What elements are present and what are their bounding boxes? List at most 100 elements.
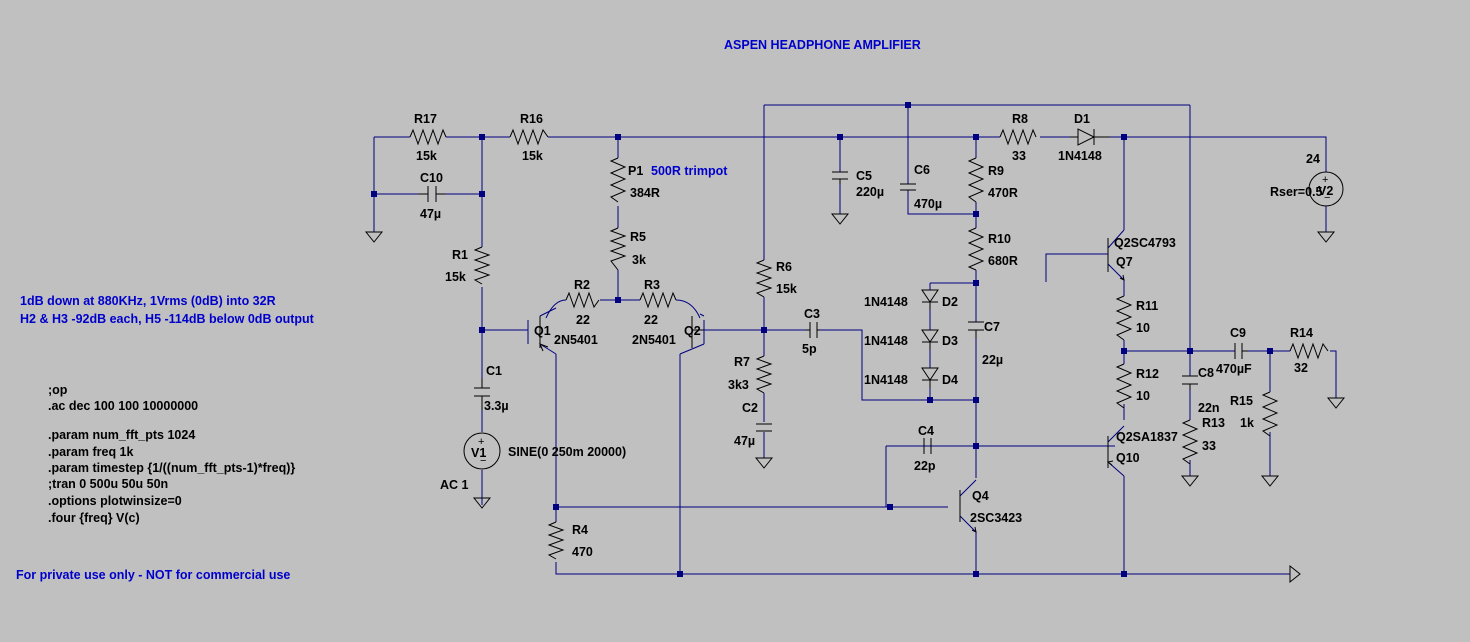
label-d2-name: D2 — [942, 295, 958, 309]
notes: 1dB down at 880KHz, 1Vrms (0dB) into 32R… — [16, 294, 315, 582]
label-c10-name: C10 — [420, 171, 443, 185]
voltage-sources: + − + − — [463, 171, 1344, 470]
label-d1-name: D1 — [1074, 112, 1090, 126]
label-r8-value: 33 — [1012, 149, 1026, 163]
ground-icon — [830, 213, 850, 225]
wires — [373, 104, 1337, 575]
note-footer: For private use only - NOT for commercia… — [16, 568, 290, 582]
resistor-r8-icon — [999, 128, 1037, 146]
schematic-title: ASPEN HEADPHONE AMPLIFIER — [724, 38, 921, 52]
ground-icon — [1260, 475, 1280, 487]
label-r9-value: 470R — [988, 186, 1018, 200]
label-d3-name: D3 — [942, 334, 958, 348]
label-r14-value: 32 — [1294, 361, 1308, 375]
directive-line: .param freq 1k — [48, 445, 134, 459]
resistor-symbols — [409, 128, 1329, 560]
label-r8-name: R8 — [1012, 112, 1028, 126]
directive-line: ;tran 0 500u 50u 50n — [48, 477, 168, 491]
label-r13-name: R13 — [1202, 416, 1225, 430]
label-r15-value: 1k — [1240, 416, 1254, 430]
label-v1-ac: AC 1 — [440, 478, 469, 492]
label-d2-model: 1N4148 — [864, 295, 908, 309]
label-r6-value: 15k — [776, 282, 797, 296]
ground-icon — [1316, 231, 1336, 243]
label-p1-note: 500R trimpot — [651, 164, 728, 178]
label-r1-value: 15k — [445, 270, 466, 284]
resistor-r11-icon — [1115, 295, 1133, 341]
label-r5-name: R5 — [630, 230, 646, 244]
label-r3-value: 22 — [644, 313, 658, 327]
diode-d4-icon — [921, 367, 939, 388]
resistor-r7-icon — [755, 355, 773, 394]
capacitor-c2-icon — [756, 423, 772, 432]
label-c5-value: 220µ — [856, 185, 884, 199]
label-r10-value: 680R — [988, 254, 1018, 268]
directive-line: .ac dec 100 100 10000000 — [48, 399, 198, 413]
label-c9-name: C9 — [1230, 326, 1246, 340]
label-r9-name: R9 — [988, 164, 1004, 178]
label-r17-name: R17 — [414, 112, 437, 126]
resistor-r14-icon — [1289, 342, 1329, 360]
resistor-r1-icon — [473, 246, 491, 285]
capacitor-c7-icon — [968, 321, 984, 338]
capacitor-c10-icon — [418, 186, 446, 202]
label-r16-value: 15k — [522, 149, 543, 163]
label-q10-model: Q2SA1837 — [1116, 430, 1178, 444]
label-c3-value: 5p — [802, 342, 817, 356]
label-c3-name: C3 — [804, 307, 820, 321]
directive-line: .param timestep {1/((num_fft_pts-1)*freq… — [48, 461, 295, 475]
svg-text:−: − — [480, 455, 486, 467]
label-q10-name: Q10 — [1116, 451, 1140, 465]
output-port-arrow-icon — [1289, 564, 1301, 584]
label-q7-model: Q2SC4793 — [1114, 236, 1176, 250]
label-d1-model: 1N4148 — [1058, 149, 1102, 163]
svg-text:+: + — [1322, 174, 1328, 186]
capacitor-c8-icon — [1182, 375, 1198, 390]
voltage-source-v1-icon — [463, 432, 501, 470]
label-c8-name: C8 — [1198, 366, 1214, 380]
label-d3-model: 1N4148 — [864, 334, 908, 348]
capacitor-c6-icon — [900, 183, 916, 191]
resistor-r13-icon — [1181, 419, 1199, 465]
label-r17-value: 15k — [416, 149, 437, 163]
ground-symbols — [364, 213, 1346, 584]
component-labels: R17 15k R16 15k C10 47µ R1 15k C1 3.3µ V… — [414, 112, 1333, 559]
label-q2-name: Q2 — [684, 324, 701, 338]
note-line-1: 1dB down at 880KHz, 1Vrms (0dB) into 32R — [20, 294, 276, 308]
label-p1-name: P1 — [628, 164, 643, 178]
label-c2-name: C2 — [742, 401, 758, 415]
diode-d3-icon — [921, 329, 939, 350]
label-q4-name: Q4 — [972, 489, 989, 503]
label-r16-name: R16 — [520, 112, 543, 126]
diode-d1-icon — [1070, 128, 1110, 146]
label-c7-value: 22µ — [982, 353, 1003, 367]
label-v2-value: 24 — [1306, 152, 1320, 166]
label-r2-name: R2 — [574, 278, 590, 292]
resistor-r3-icon — [639, 291, 677, 309]
label-c6-value: 470µ — [914, 197, 942, 211]
label-c9-value: 470µF — [1216, 362, 1252, 376]
transistor-symbols — [539, 238, 1125, 533]
resistor-r12-icon — [1115, 363, 1133, 409]
resistor-r5-icon — [609, 227, 627, 271]
label-c10-value: 47µ — [420, 207, 441, 221]
label-c1-name: C1 — [486, 364, 502, 378]
resistor-r9-icon — [967, 157, 985, 203]
label-r11-name: R11 — [1136, 299, 1158, 313]
label-q2-model: 2N5401 — [632, 333, 676, 347]
ground-icon — [1180, 475, 1200, 487]
capacitor-c9-icon — [1234, 343, 1248, 359]
label-c6-name: C6 — [914, 163, 930, 177]
resistor-r17-icon — [409, 128, 447, 146]
junctions — [371, 102, 1273, 577]
label-r6-name: R6 — [776, 260, 792, 274]
label-c7-name: C7 — [984, 320, 1000, 334]
diode-d2-icon — [921, 289, 939, 310]
ground-icon — [1326, 397, 1346, 409]
label-r5-value: 3k — [632, 253, 646, 267]
label-r15-name: R15 — [1230, 394, 1253, 408]
resistor-p1-icon — [609, 157, 627, 203]
resistor-r6-icon — [755, 259, 773, 298]
label-v2-rser: Rser=0.5 — [1270, 185, 1323, 199]
